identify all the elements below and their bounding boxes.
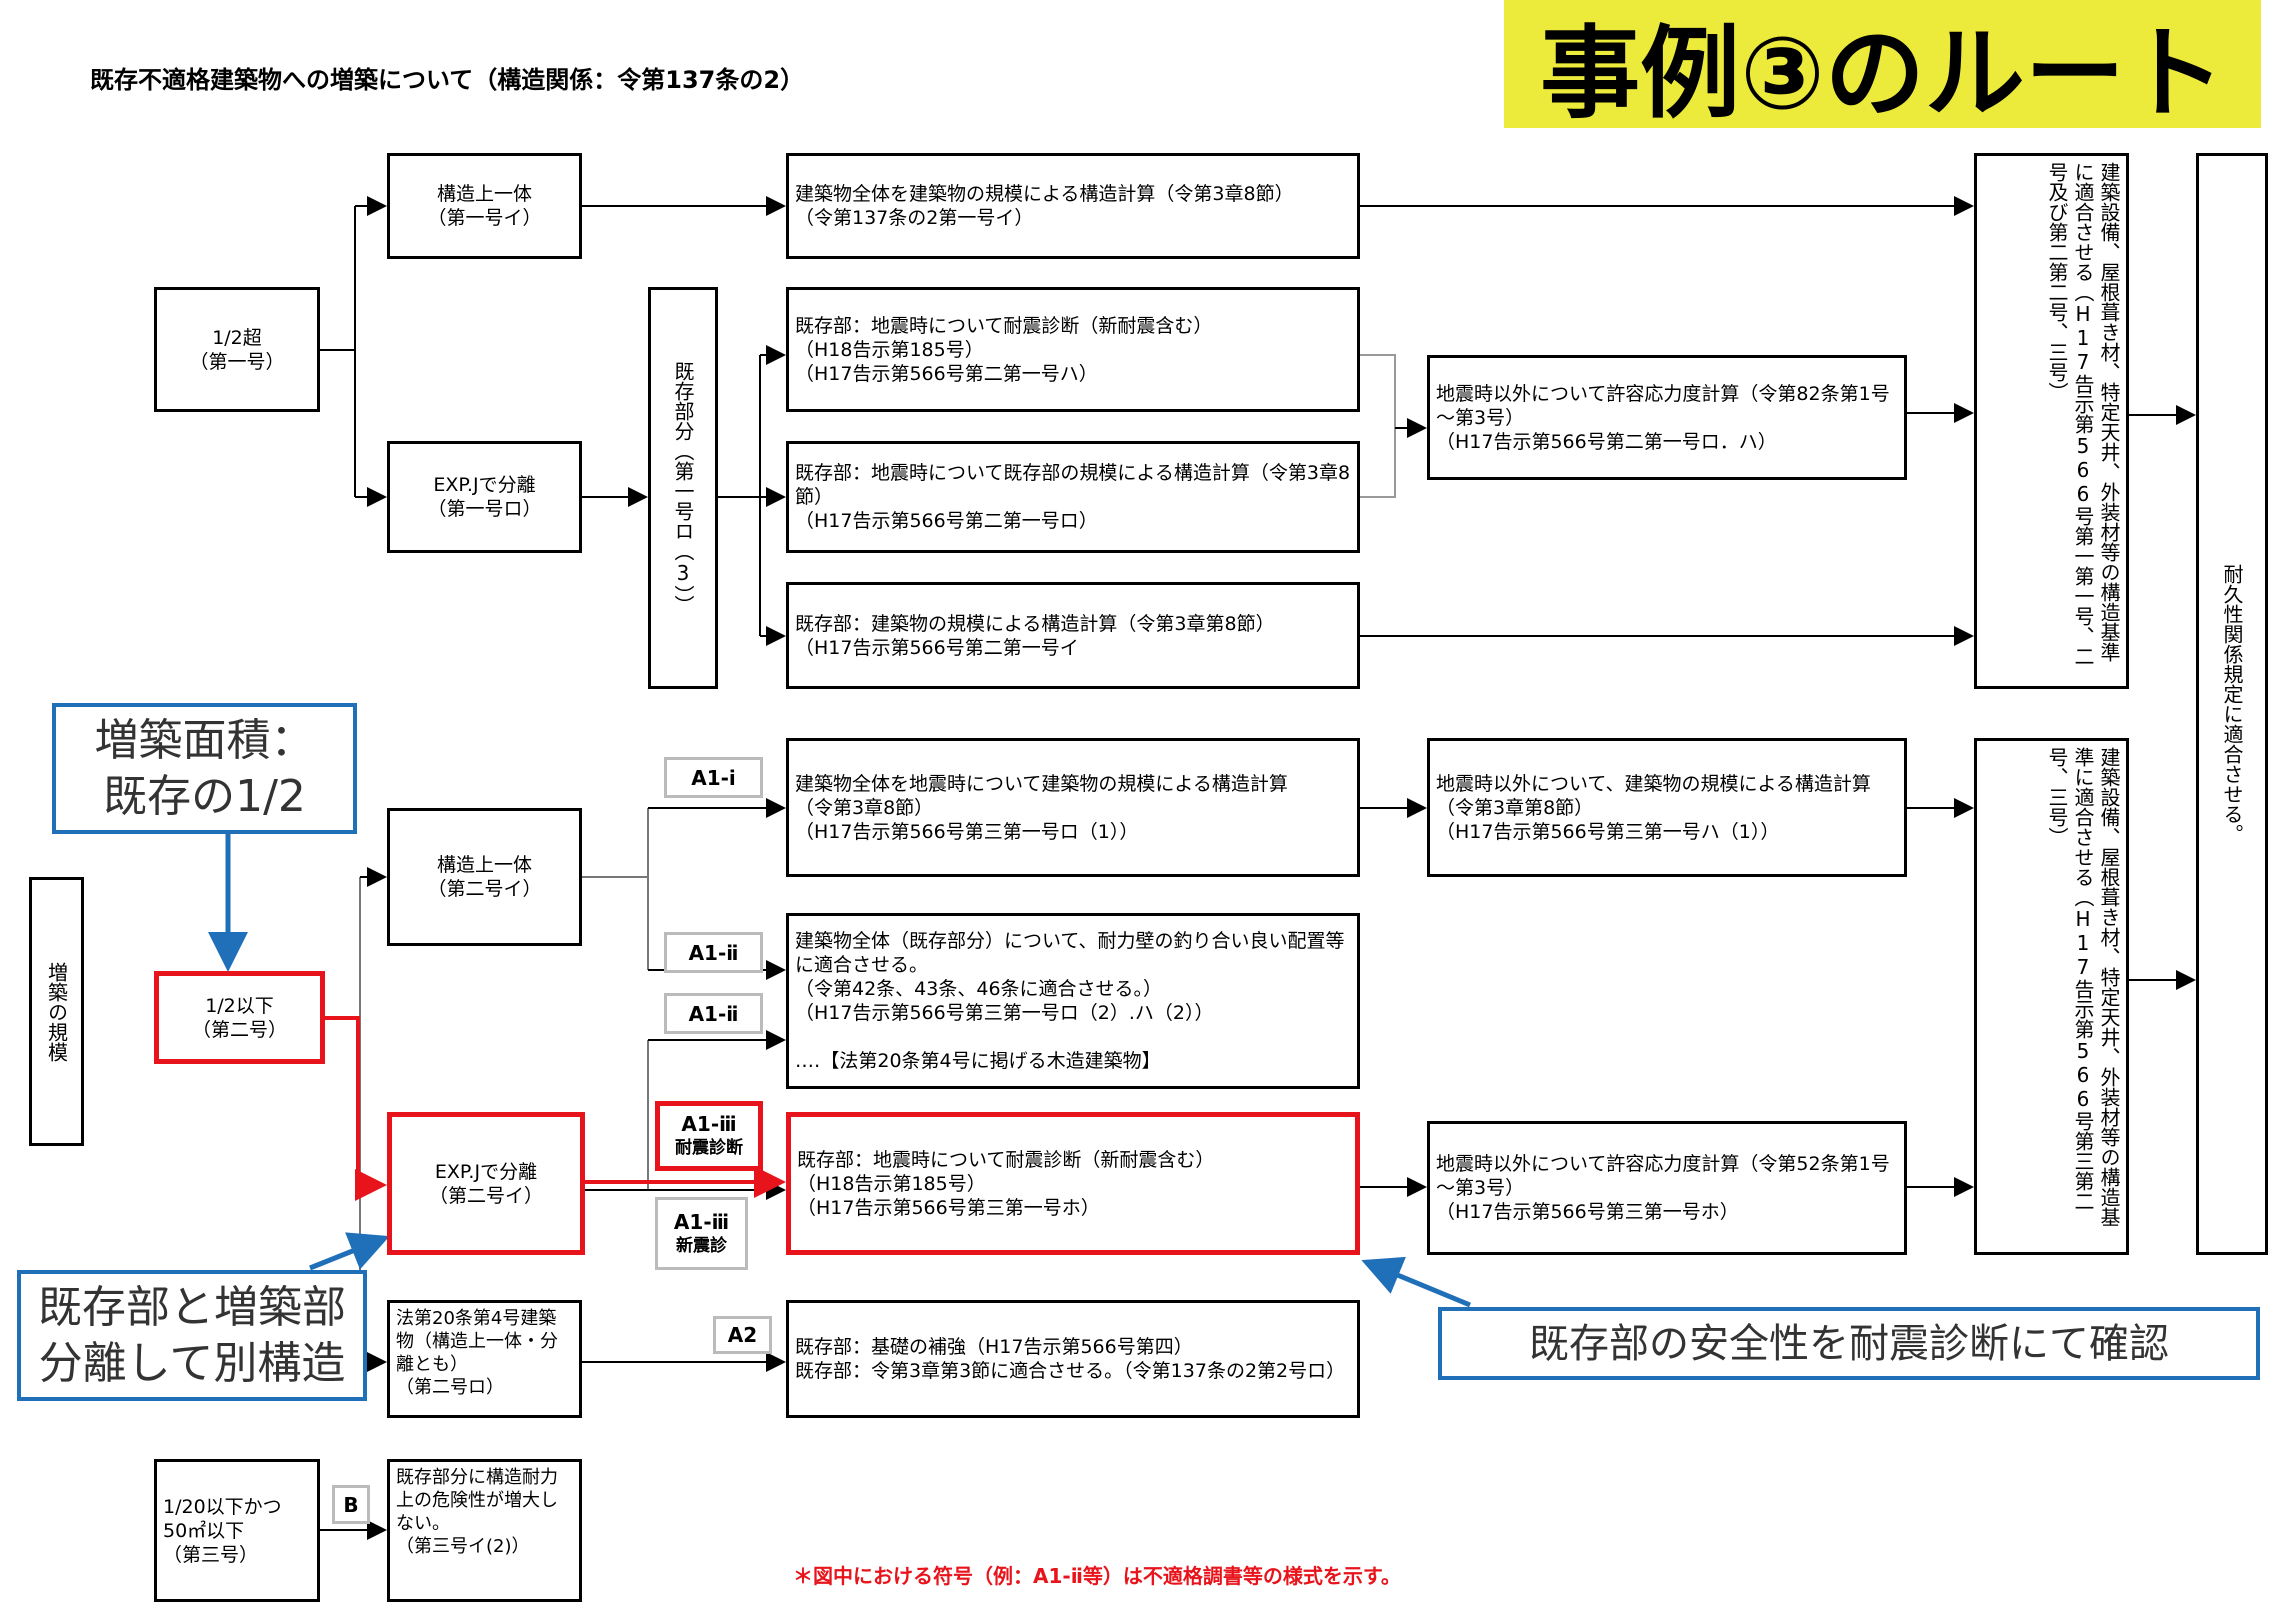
equipment-standards-1-box: 建築設備、屋根葺き材、特定天井、外装材等の構造基準に適合させる（H17告示第56… — [1974, 153, 2129, 689]
foundation-box: 既存部：基礎の補強（H17告示第566号第四） 既存部：令第3章第3節に適合させ… — [786, 1300, 1360, 1418]
callout-separate-structure: 既存部と増築部 分離して別構造 — [17, 1270, 367, 1401]
expj-1-box: EXP.Jで分離 （第一号ロ） — [387, 441, 582, 553]
no-risk-box: 既存部分に構造耐力上の危険性が増大しない。 （第三号イ(2)） — [387, 1459, 582, 1602]
callout-safety-check: 既存部の安全性を耐震診断にて確認 — [1438, 1307, 2260, 1380]
expj-2-box: EXP.Jで分離 （第二号イ） — [387, 1112, 585, 1255]
half-or-less-box: 1/2以下 （第二号） — [154, 971, 325, 1064]
building-scale-calc-box: 既存部：建築物の規模による構造計算（令第3章第8節） （H17告示第566号第二… — [786, 582, 1360, 689]
integral-2-box: 構造上一体 （第二号イ） — [387, 808, 582, 946]
law20-box: 法第20条第4号建築物（構造上一体・分離とも） （第二号ロ） — [387, 1300, 582, 1418]
equipment-standards-2-box: 建築設備、屋根葺き材、特定天井、外装材等の構造基準に適合させる（H17告示第56… — [1974, 738, 2129, 1255]
whole-building-seismic-box: 建築物全体を地震時について建築物の規模による構造計算 （令第3章8節） （H17… — [786, 738, 1360, 877]
tag-code: A1-ⅲ — [673, 1209, 730, 1234]
seismic-diagnosis-2-box: 既存部：地震時について耐震診断（新耐震含む） （H18告示第185号） （H17… — [786, 1112, 1360, 1255]
bearing-wall-box: 建築物全体（既存部分）について、耐力壁の釣り合い良い配置等に適合させる。 （令第… — [786, 913, 1360, 1089]
durability-box: 耐久性関係規定に適合させる。 — [2196, 153, 2268, 1255]
tag-a1-ii: A1-ⅱ — [664, 993, 763, 1034]
over-half-box: 1/2超 （第一号） — [154, 287, 320, 412]
small-addition-box: 1/20以下かつ 50㎡以下 （第三号） — [154, 1459, 320, 1602]
tag-a1-ii: A1-ⅱ — [664, 932, 763, 973]
existing-part-box: 既存部分（第一号ロ（3）） — [648, 287, 718, 689]
seismic-diagnosis-1-box: 既存部：地震時について耐震診断（新耐震含む） （H18告示第185号） （H17… — [786, 287, 1360, 412]
tag-code: A1-ⅲ — [681, 1112, 737, 1136]
whole-building-calc-box: 建築物全体を建築物の規模による構造計算（令第3章8節） （令第137条の2第一号… — [786, 153, 1360, 259]
footnote: ＊図中における符号（例：A1-ⅱ等）は不適格調書等の様式を示す。 — [793, 1564, 1401, 1588]
scale-label: 増築の規模 — [29, 877, 84, 1146]
tag-b: B — [332, 1485, 370, 1524]
non-seismic-scale-box: 地震時以外について、建築物の規模による構造計算（令第3章第8節） （H17告示第… — [1427, 738, 1907, 877]
route-banner: 事例③のルート — [1504, 0, 2261, 132]
page-title: 既存不適格建築物への増築について（構造関係：令第137条の2） — [90, 66, 805, 94]
tag-a1-i: A1-ⅰ — [664, 757, 763, 798]
allowable-stress-52-box: 地震時以外について許容応力度計算（令第52条第1号～第3号） （H17告示第56… — [1427, 1121, 1907, 1255]
tag-sub: 耐震診断 — [675, 1138, 743, 1158]
callout-addition-area: 増築面積： 既存の1/2 — [52, 703, 357, 834]
integral-1-box: 構造上一体 （第一号イ） — [387, 153, 582, 259]
tag-a2: A2 — [713, 1316, 772, 1354]
existing-scale-calc-box: 既存部：地震時について既存部の規模による構造計算（令第3章8節） （H17告示第… — [786, 441, 1360, 553]
allowable-stress-82-box: 地震時以外について許容応力度計算（令第82条第1号～第3号） （H17告示第56… — [1427, 355, 1907, 480]
tag-sub: 新震診 — [676, 1235, 727, 1256]
